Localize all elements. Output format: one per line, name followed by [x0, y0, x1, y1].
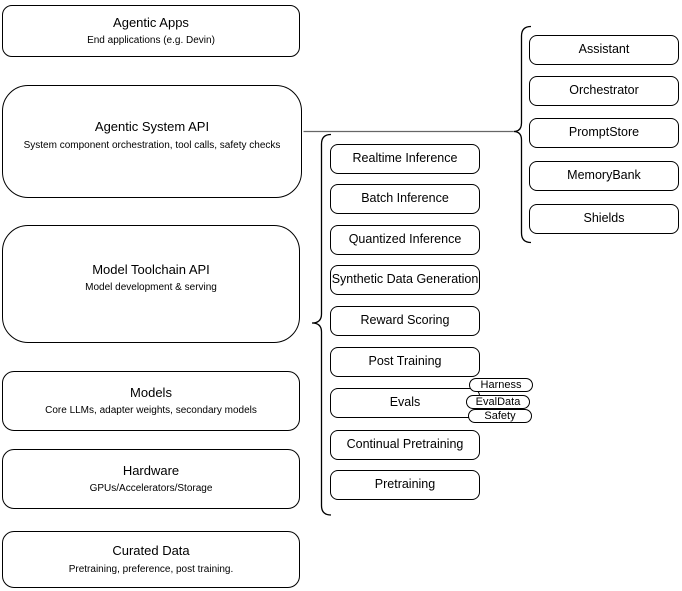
node-subtitle: GPUs/Accelerators/Storage [89, 483, 213, 495]
item-label: Realtime Inference [352, 151, 458, 166]
toolchain-item-quantized-inference: Quantized Inference [330, 225, 480, 255]
component-memorybank: MemoryBank [529, 161, 679, 191]
item-label: Synthetic Data Generation [331, 272, 479, 287]
node-subtitle: Model development & serving [85, 282, 217, 294]
component-orchestrator: Orchestrator [529, 76, 679, 106]
pill-label: Harness [480, 378, 522, 391]
component-shields: Shields [529, 204, 679, 234]
item-label: Post Training [368, 354, 442, 369]
toolchain-item-continual-pretraining: Continual Pretraining [330, 430, 480, 460]
toolchain-item-evals: Evals [330, 388, 480, 418]
item-label: Assistant [578, 42, 630, 57]
node-model-toolchain-api: Model Toolchain API Model development & … [2, 225, 300, 343]
eval-tag-harness: Harness [469, 378, 533, 392]
toolchain-item-pretraining: Pretraining [330, 470, 480, 500]
node-title: Agentic System API [94, 119, 210, 135]
item-label: Evals [389, 395, 421, 410]
node-subtitle: Core LLMs, adapter weights, secondary mo… [45, 405, 257, 417]
toolchain-brace [311, 133, 332, 516]
node-title: Models [130, 384, 172, 400]
node-curated-data: Curated Data Pretraining, preference, po… [2, 531, 300, 588]
eval-tag-safety: Safety [468, 409, 532, 423]
component-assistant: Assistant [529, 35, 679, 65]
node-title: Model Toolchain API [92, 261, 210, 277]
item-label: Orchestrator [569, 83, 639, 98]
node-subtitle: Pretraining, preference, post training. [68, 563, 234, 575]
node-subtitle: End applications (e.g. Devin) [87, 35, 215, 47]
pill-label: Safety [484, 409, 516, 422]
item-label: Batch Inference [361, 191, 449, 206]
node-title: Curated Data [112, 543, 190, 559]
node-hardware: Hardware GPUs/Accelerators/Storage [2, 449, 300, 509]
node-agentic-system-api: Agentic System API System component orch… [2, 85, 302, 198]
node-title: Agentic Apps [113, 14, 189, 30]
item-label: Pretraining [374, 477, 436, 492]
node-subtitle: System component orchestration, tool cal… [23, 139, 281, 151]
item-label: Shields [583, 211, 625, 226]
toolchain-item-realtime-inference: Realtime Inference [330, 144, 480, 174]
item-label: Quantized Inference [348, 232, 462, 247]
toolchain-item-post-training: Post Training [330, 347, 480, 377]
item-label: Reward Scoring [360, 313, 450, 328]
pill-label: EvalData [475, 395, 521, 408]
node-title: Hardware [122, 462, 180, 478]
toolchain-item-reward-scoring: Reward Scoring [330, 306, 480, 336]
toolchain-item-synthetic-data-generation: Synthetic Data Generation [330, 265, 480, 295]
toolchain-item-batch-inference: Batch Inference [330, 184, 480, 214]
component-promptstore: PromptStore [529, 118, 679, 148]
eval-tag-evaldata: EvalData [466, 395, 530, 409]
item-label: Continual Pretraining [346, 437, 464, 452]
node-models: Models Core LLMs, adapter weights, secon… [2, 371, 300, 431]
node-agentic-apps: Agentic Apps End applications (e.g. Devi… [2, 5, 300, 57]
item-label: PromptStore [568, 125, 640, 140]
item-label: MemoryBank [567, 168, 641, 183]
